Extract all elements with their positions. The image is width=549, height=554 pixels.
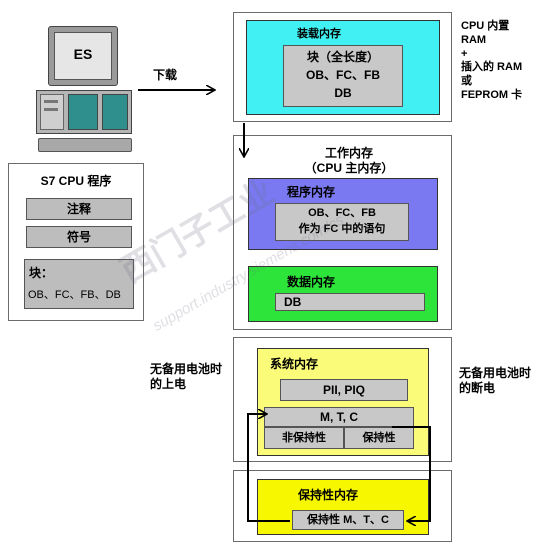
s7-comment-box: 注释 xyxy=(26,198,132,220)
work-memory-title: 工作内存 （CPU 主内存） xyxy=(274,146,424,176)
retentive-memory-box: 保持性内存 保持性 M、T、C xyxy=(257,479,429,535)
download-label: 下载 xyxy=(153,68,178,82)
side-line4: 插入的 RAM xyxy=(461,61,523,74)
load-memory-side-note: CPU 内置 RAM + 插入的 RAM 或 FEPROM 卡 xyxy=(461,20,547,103)
load-memory-line3: DB xyxy=(334,86,352,100)
computer-icon: ES xyxy=(36,26,132,156)
power-off-label: 无备用电池时 的断电 xyxy=(459,366,549,396)
s7-blocks-box: 块： OB、FC、FB、DB xyxy=(24,259,134,309)
s7-title: S7 CPU 程序 xyxy=(40,174,112,188)
s7-blocks-label: 块： xyxy=(29,266,54,280)
system-memory-title: 系统内存 xyxy=(270,357,319,371)
work-memory-title-line2: （CPU 主内存） xyxy=(304,161,394,175)
program-memory-line2: 作为 FC 中的语句 xyxy=(298,222,386,235)
retentive-memory-title: 保持性内存 xyxy=(298,488,359,502)
power-off-arrow xyxy=(392,426,431,521)
work-memory-frame: 工作内存 （CPU 主内存） 程序内存 OB、FC、FB 作为 FC 中的语句 … xyxy=(233,135,452,330)
s7-program-box: S7 CPU 程序 注释 符号 块： OB、FC、FB、DB xyxy=(8,163,144,321)
power-on-line2: 的上电 xyxy=(150,377,187,391)
system-memory-box: 系统内存 PII, PIQ M, T, C 非保持性 保持性 xyxy=(257,348,429,456)
load-memory-frame: 装载内存 块（全长度） OB、FC、FB DB xyxy=(233,12,452,122)
non-retentive-box: 非保持性 xyxy=(264,427,344,449)
load-memory-line2: OB、FC、FB xyxy=(306,68,380,82)
data-memory-title: 数据内存 xyxy=(287,275,336,289)
power-on-arrow xyxy=(247,414,290,522)
retentive-memory-frame: 保持性内存 保持性 M、T、C xyxy=(233,470,452,542)
load-memory-line1: 块（全长度） xyxy=(306,50,379,64)
side-line6: FEPROM 卡 xyxy=(461,88,523,101)
side-line3: + xyxy=(461,47,468,60)
power-on-line1: 无备用电池时 xyxy=(150,362,223,376)
retentive-box: 保持性 xyxy=(344,427,414,449)
data-memory-box: 数据内存 DB xyxy=(248,266,438,322)
pii-piq-box: PII, PIQ xyxy=(280,379,408,401)
work-memory-title-line1: 工作内存 xyxy=(324,146,373,160)
s7-symbol-box: 符号 xyxy=(26,226,132,248)
system-memory-frame: 系统内存 PII, PIQ M, T, C 非保持性 保持性 xyxy=(233,337,452,462)
computer-label: ES xyxy=(73,46,93,62)
side-line1: CPU 内置 xyxy=(461,20,510,32)
power-on-label: 无备用电池时 的上电 xyxy=(150,362,240,392)
program-memory-line1: OB、FC、FB xyxy=(308,207,376,219)
program-memory-box: 程序内存 OB、FC、FB 作为 FC 中的语句 xyxy=(248,178,438,250)
load-memory-box: 装载内存 块（全长度） OB、FC、FB DB xyxy=(246,20,440,115)
retentive-memory-value: 保持性 M、T、C xyxy=(292,510,404,530)
program-memory-title: 程序内存 xyxy=(287,185,336,199)
data-memory-db: DB xyxy=(275,293,425,311)
load-memory-inner: 块（全长度） OB、FC、FB DB xyxy=(283,45,403,107)
load-memory-title: 装载内存 xyxy=(297,28,341,40)
power-off-line1: 无备用电池时 xyxy=(459,366,532,380)
mtc-box: M, T, C xyxy=(264,407,414,427)
side-line2: RAM xyxy=(461,33,487,46)
side-line5: 或 xyxy=(461,75,472,87)
power-off-line2: 的断电 xyxy=(459,381,496,395)
program-memory-inner: OB、FC、FB 作为 FC 中的语句 xyxy=(275,203,409,241)
s7-blocks-value: OB、FC、FB、DB xyxy=(28,289,121,301)
